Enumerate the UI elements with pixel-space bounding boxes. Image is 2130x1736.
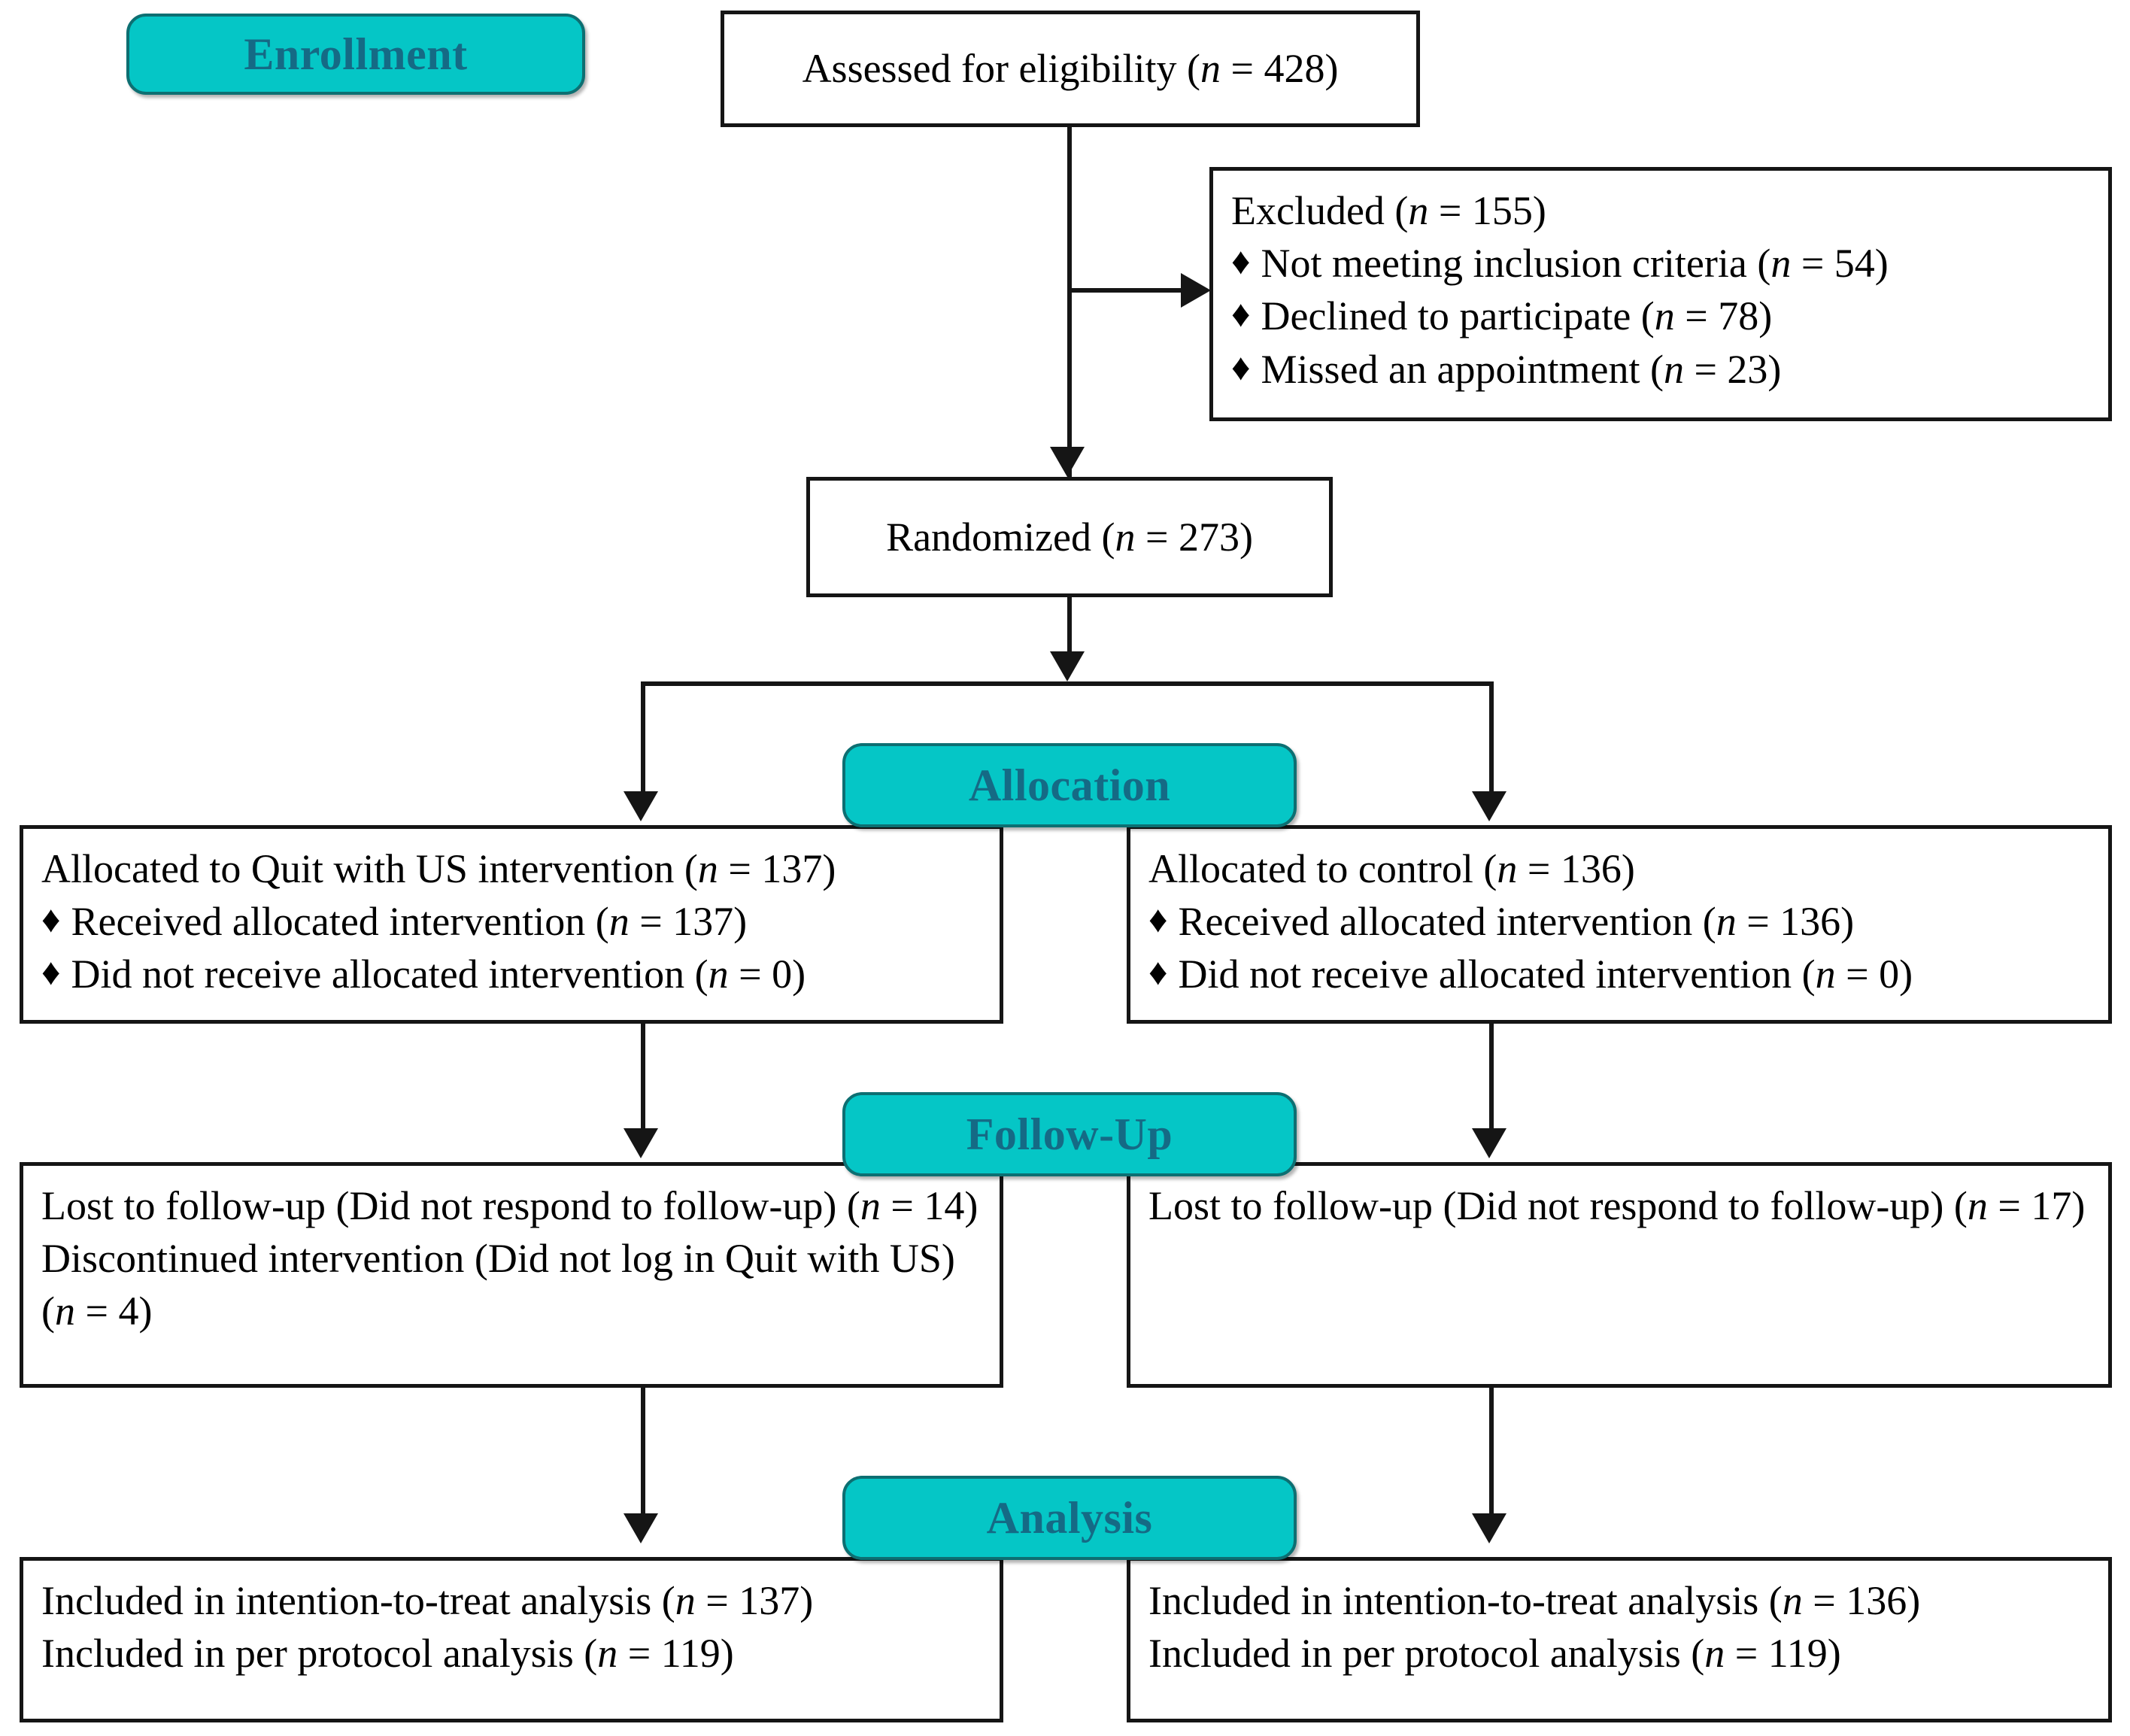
- node-assessed-for-eligibility: Assessed for eligibility (n = 428): [721, 11, 1420, 127]
- allocation-right-heading: Allocated to control (n = 136): [1148, 846, 1635, 891]
- allocation-left-item-0: ♦Received allocated intervention (n = 13…: [41, 895, 982, 948]
- allocation-right-item-1: ♦Did not receive allocated intervention …: [1148, 948, 2090, 1000]
- connector-allocation-to-followup-right: [1489, 1024, 1494, 1133]
- assessed-text: Assessed for eligibility (n = 428): [802, 46, 1339, 92]
- connector-split-left: [641, 681, 645, 799]
- diamond-bullet-icon: ♦: [1231, 345, 1251, 388]
- arrow-allocation-to-followup-right: [1472, 1128, 1506, 1158]
- arrow-followup-to-analysis-left: [624, 1513, 658, 1543]
- diamond-bullet-icon: ♦: [1148, 898, 1168, 941]
- diamond-bullet-icon: ♦: [41, 898, 61, 941]
- allocation-right-item-0: ♦Received allocated intervention (n = 13…: [1148, 895, 2090, 948]
- diamond-bullet-icon: ♦: [1148, 951, 1168, 994]
- randomized-text: Randomized (n = 273): [886, 514, 1253, 560]
- followup-right-paragraph-0: Lost to follow-up (Did not respond to fo…: [1148, 1183, 2086, 1228]
- connector-followup-to-analysis-left: [641, 1388, 645, 1517]
- analysis-right-line-1: Included in per protocol analysis (n = 1…: [1148, 1631, 1841, 1677]
- connector-split-right: [1489, 681, 1494, 799]
- connector-assessed-to-randomized: [1067, 127, 1072, 477]
- node-excluded: Excluded (n = 155) ♦Not meeting inclusio…: [1209, 167, 2112, 421]
- connector-allocation-to-followup-left: [641, 1024, 645, 1133]
- stage-badge-followup: Follow-Up: [842, 1092, 1297, 1176]
- diamond-bullet-icon: ♦: [1231, 293, 1251, 335]
- arrow-split-to-allocation-left: [624, 791, 658, 821]
- excluded-item-0: ♦Not meeting inclusion criteria (n = 54): [1231, 237, 2090, 290]
- excluded-heading: Excluded (n = 155): [1231, 188, 1546, 233]
- arrow-allocation-to-followup-left: [624, 1128, 658, 1158]
- stage-badge-analysis-label: Analysis: [986, 1492, 1153, 1543]
- node-analysis-left: Included in intention-to-treat analysis …: [20, 1557, 1003, 1722]
- connector-randomized-stem: [1067, 597, 1072, 657]
- stage-badge-allocation: Allocation: [842, 743, 1297, 827]
- diamond-bullet-icon: ♦: [1231, 240, 1251, 283]
- arrow-assessed-to-randomized: [1050, 447, 1085, 477]
- allocation-left-item-1: ♦Did not receive allocated intervention …: [41, 948, 982, 1000]
- node-analysis-right: Included in intention-to-treat analysis …: [1127, 1557, 2112, 1722]
- stage-badge-enrollment-label: Enrollment: [244, 29, 468, 79]
- excluded-item-1: ♦Declined to participate (n = 78): [1231, 290, 2090, 342]
- stage-badge-enrollment: Enrollment: [126, 14, 585, 95]
- arrow-followup-to-analysis-right: [1472, 1513, 1506, 1543]
- diamond-bullet-icon: ♦: [41, 951, 61, 994]
- analysis-left-line-0: Included in intention-to-treat analysis …: [41, 1578, 814, 1623]
- node-followup-right: Lost to follow-up (Did not respond to fo…: [1127, 1162, 2112, 1388]
- node-allocation-left: Allocated to Quit with US intervention (…: [20, 825, 1003, 1024]
- stage-badge-allocation-label: Allocation: [968, 760, 1171, 810]
- connector-randomized-split-bar: [641, 681, 1494, 686]
- connector-assessed-to-excluded: [1067, 288, 1206, 293]
- connector-followup-to-analysis-right: [1489, 1388, 1494, 1517]
- allocation-left-heading: Allocated to Quit with US intervention (…: [41, 846, 836, 891]
- stage-badge-followup-label: Follow-Up: [966, 1109, 1173, 1159]
- arrow-assessed-to-excluded: [1181, 273, 1211, 308]
- node-randomized: Randomized (n = 273): [806, 477, 1333, 597]
- analysis-left-line-1: Included in per protocol analysis (n = 1…: [41, 1631, 734, 1677]
- arrow-split-to-allocation-right: [1472, 791, 1506, 821]
- arrow-randomized-split: [1050, 651, 1085, 681]
- followup-left-paragraph-1: Discontinued intervention (Did not log i…: [41, 1236, 955, 1334]
- node-allocation-right: Allocated to control (n = 136) ♦Received…: [1127, 825, 2112, 1024]
- excluded-item-2: ♦Missed an appointment (n = 23): [1231, 343, 2090, 396]
- analysis-right-line-0: Included in intention-to-treat analysis …: [1148, 1578, 1921, 1623]
- followup-left-paragraph-0: Lost to follow-up (Did not respond to fo…: [41, 1183, 979, 1228]
- node-followup-left: Lost to follow-up (Did not respond to fo…: [20, 1162, 1003, 1388]
- stage-badge-analysis: Analysis: [842, 1476, 1297, 1560]
